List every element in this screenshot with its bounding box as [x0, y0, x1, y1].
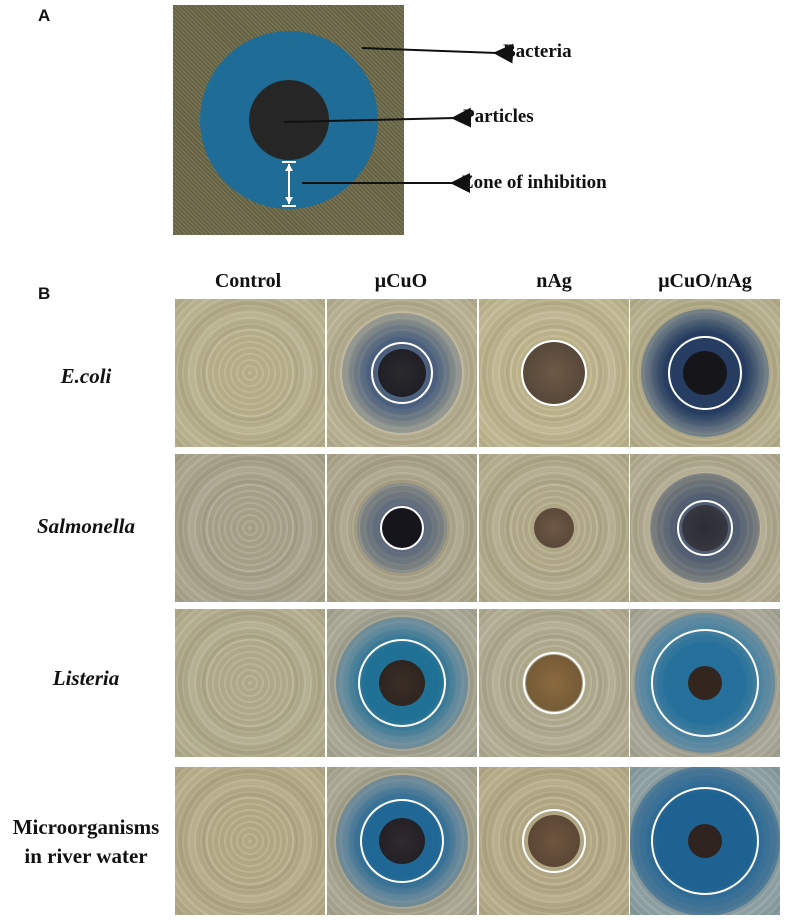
panel-a-label: A	[38, 6, 51, 25]
panel-b-label: B	[38, 284, 51, 303]
plate-ecoli-mucuo-nag	[630, 299, 780, 447]
row-label-salmonella: Salmonella	[36, 514, 136, 538]
row-label-ecoli: E.coli	[60, 364, 112, 388]
plate-ecoli-mucuo	[327, 299, 477, 447]
column-header-control: Control	[214, 270, 282, 292]
bacteria-callout: Bacteria	[503, 41, 572, 62]
plate-salmonella-mucuo-nag	[630, 454, 780, 602]
plate-river-water-nag	[479, 767, 629, 915]
inhibition-schematic	[173, 5, 404, 235]
row-label-listeria: Listeria	[52, 666, 120, 690]
column-header-nag: nAg	[536, 270, 572, 292]
column-header-mucuo-nag: μCuO/nAg	[658, 270, 752, 292]
plate-salmonella-mucuo	[327, 454, 477, 602]
plate-listeria-nag	[479, 609, 629, 757]
row-label-river-water-line1: Microorganisms	[12, 815, 160, 839]
plate-river-water-mucuo-nag	[630, 767, 780, 915]
plate-ecoli-control	[175, 299, 325, 447]
plate-listeria-mucuo	[327, 609, 477, 757]
plate-listeria-control	[175, 609, 325, 757]
row-label-river-water: Microorganisms in river water	[0, 813, 172, 871]
particles-callout: Particles	[463, 106, 534, 127]
plate-ecoli-nag	[479, 299, 629, 447]
plate-salmonella-nag	[479, 454, 629, 602]
plate-river-water-control	[175, 767, 325, 915]
particles-circle	[249, 80, 329, 160]
row-label-river-water-line2: in river water	[24, 844, 148, 868]
column-header-mucuo: μCuO	[374, 270, 428, 292]
plate-river-water-mucuo	[327, 767, 477, 915]
plate-listeria-mucuo-nag	[630, 609, 780, 757]
plate-salmonella-control	[175, 454, 325, 602]
zone-width-bracket	[282, 161, 296, 207]
zone-of-inhibition-callout: Zone of inhibition	[461, 172, 607, 193]
